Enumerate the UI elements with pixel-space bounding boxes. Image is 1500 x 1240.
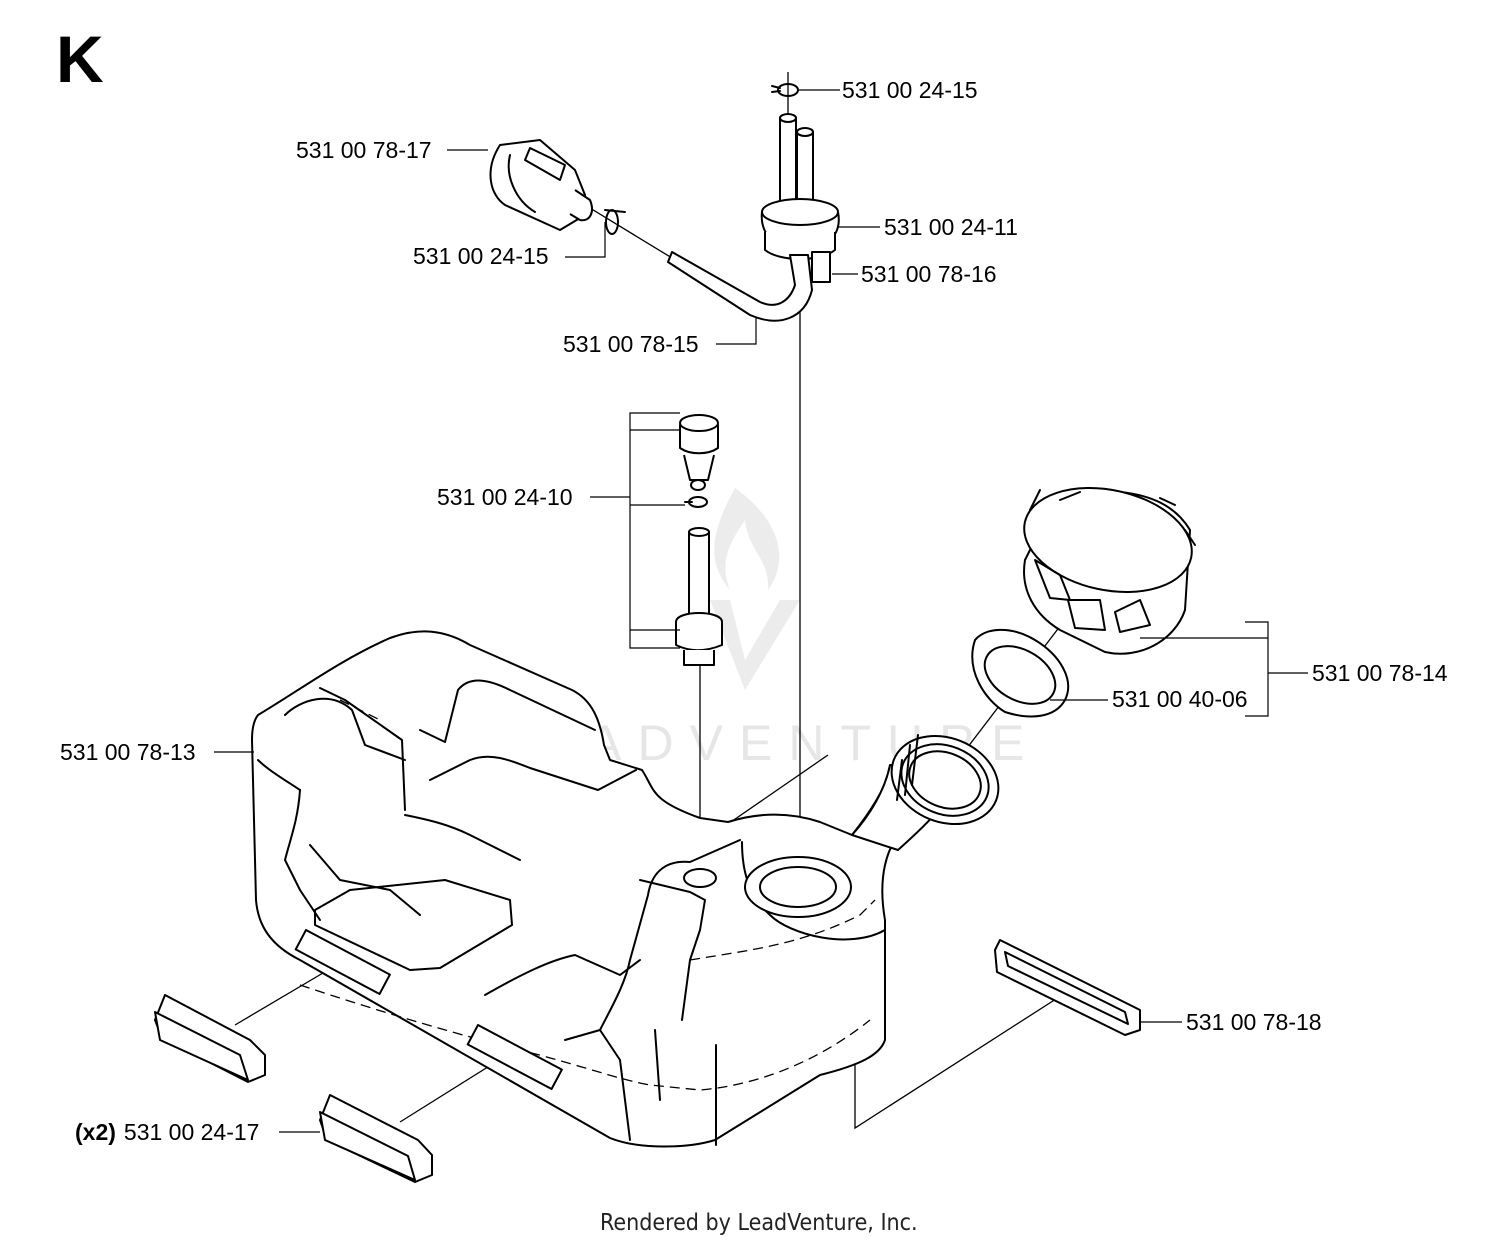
fuel-line-parts <box>489 83 840 322</box>
callout-clamp-top[interactable]: 531 00 24-15 <box>842 77 978 103</box>
quantity-label: (x2) <box>75 1119 116 1145</box>
callout-clamp-filter[interactable]: 531 00 24-15 <box>413 243 549 269</box>
pads <box>154 939 1141 1183</box>
callout-filter[interactable]: 531 00 78-17 <box>296 137 432 163</box>
callout-pad-pair[interactable]: (x2) 531 00 24-17 <box>75 1119 259 1145</box>
callout-pad-right[interactable]: 531 00 78-18 <box>1186 1009 1322 1035</box>
fuel-cap <box>971 486 1196 718</box>
footer-credit: Rendered by LeadVenture, Inc. <box>600 1210 918 1236</box>
callout-tank[interactable]: 531 00 78-13 <box>60 739 196 765</box>
fuel-tank <box>251 630 1000 1148</box>
section-letter: K <box>56 22 104 96</box>
valve-kit <box>675 414 723 666</box>
callout-labels: 531 00 24-15 531 00 78-17 531 00 24-15 5… <box>60 77 1448 1145</box>
callout-fuel-hose[interactable]: 531 00 78-15 <box>563 331 699 357</box>
callout-vent-tube[interactable]: 531 00 78-16 <box>861 261 997 287</box>
callout-cap-seal[interactable]: 531 00 40-06 <box>1112 686 1248 712</box>
callout-pad-pair-part: 531 00 24-17 <box>124 1119 260 1145</box>
callout-valve-kit[interactable]: 531 00 24-10 <box>437 484 573 510</box>
callout-grommet[interactable]: 531 00 24-11 <box>884 214 1018 240</box>
callout-leaders <box>214 89 1308 1133</box>
callout-cap-assembly[interactable]: 531 00 78-14 <box>1312 660 1448 686</box>
